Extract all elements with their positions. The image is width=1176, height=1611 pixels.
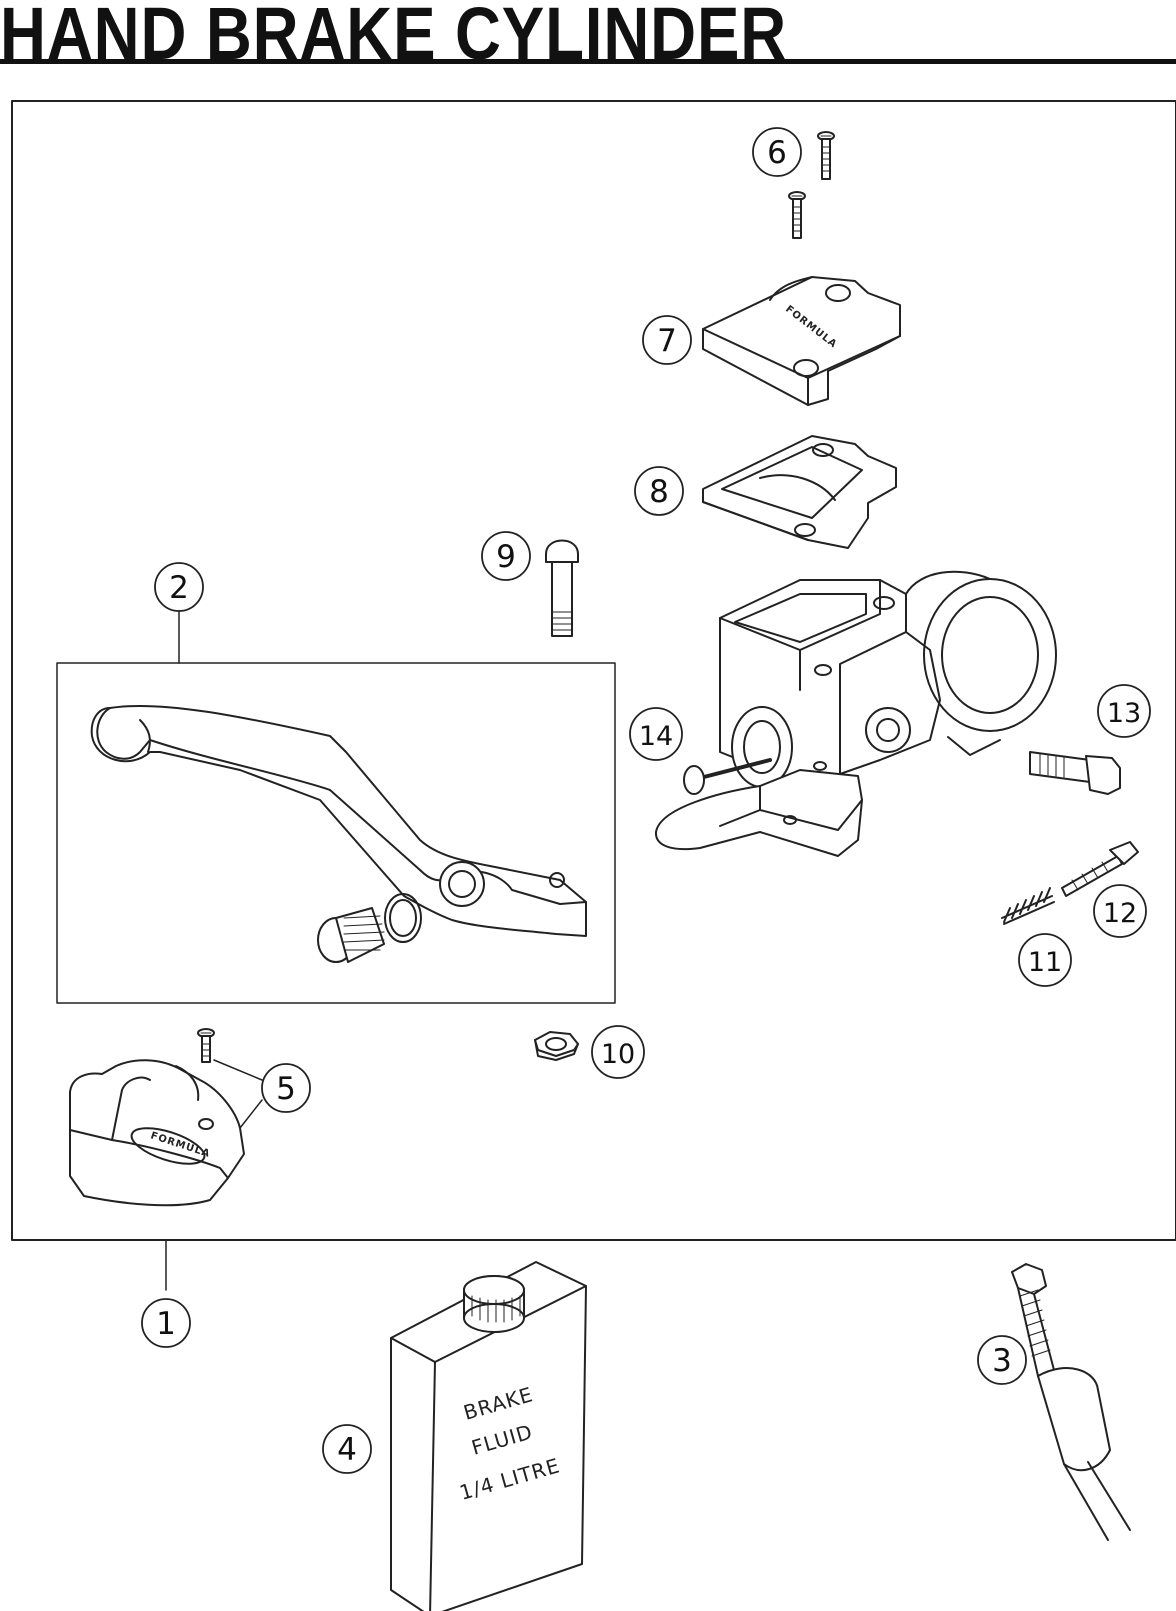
callout-10-label: 10 (601, 1039, 635, 1070)
assembly-frame (11, 100, 1176, 1241)
push-rod-part-14 (654, 758, 863, 857)
adjuster-part-13 (1029, 751, 1121, 795)
callout-3-label: 3 (992, 1343, 1012, 1379)
callout-9: 9 (481, 531, 531, 581)
callout-4-label: 4 (337, 1432, 357, 1468)
callout-4: 4 (322, 1424, 372, 1474)
reservoir-cover-part-7: FORMULA (702, 276, 901, 406)
callout-6: 6 (752, 127, 802, 177)
callout-12-label: 12 (1103, 898, 1137, 929)
callout-5-label: 5 (276, 1071, 296, 1107)
brake-hose-part-3 (1011, 1263, 1131, 1541)
callout-10: 10 (591, 1025, 645, 1079)
callout-7-label: 7 (657, 323, 677, 359)
nut-part-10 (534, 1031, 579, 1061)
pivot-bolt-part-9 (545, 539, 579, 637)
lever-bushing (317, 893, 422, 963)
title-rule (0, 59, 1176, 64)
lever-part-2 (90, 704, 587, 937)
callout-group: 1 2 3 4 5 6 7 8 9 10 11 12 13 14 (141, 127, 1151, 1474)
callout-7: 7 (642, 315, 692, 365)
callout-9-label: 9 (496, 539, 516, 575)
lever-subframe (56, 662, 616, 1004)
callout-8: 8 (634, 466, 684, 516)
master-cylinder-body (719, 570, 1057, 788)
callout-1-label: 1 (156, 1306, 176, 1342)
callout-5: 5 (261, 1063, 311, 1113)
callout-14: 14 (629, 707, 683, 761)
spring-part-11 (1001, 887, 1055, 925)
callout-13-label: 13 (1107, 698, 1141, 729)
brake-fluid-bottle-part-4: BRAKE FLUID 1/4 LITRE (390, 1261, 587, 1611)
callout-1: 1 (141, 1298, 191, 1348)
callout-3: 3 (977, 1335, 1027, 1385)
callout-2: 2 (154, 562, 204, 612)
callout-12: 12 (1093, 884, 1147, 938)
screw-part-6 (788, 131, 835, 239)
callout-11-label: 11 (1028, 947, 1062, 978)
callout-2-label: 2 (169, 570, 189, 606)
callout-13: 13 (1097, 684, 1151, 738)
callout-6-label: 6 (767, 135, 787, 171)
lever-cover-part-5: FORMULA (69, 1028, 263, 1207)
adjust-screw-part-12 (1061, 841, 1139, 897)
callout-8-label: 8 (649, 474, 669, 510)
callout-11: 11 (1018, 933, 1072, 987)
diaphragm-part-8 (702, 435, 897, 549)
callout-14-label: 14 (639, 721, 673, 752)
